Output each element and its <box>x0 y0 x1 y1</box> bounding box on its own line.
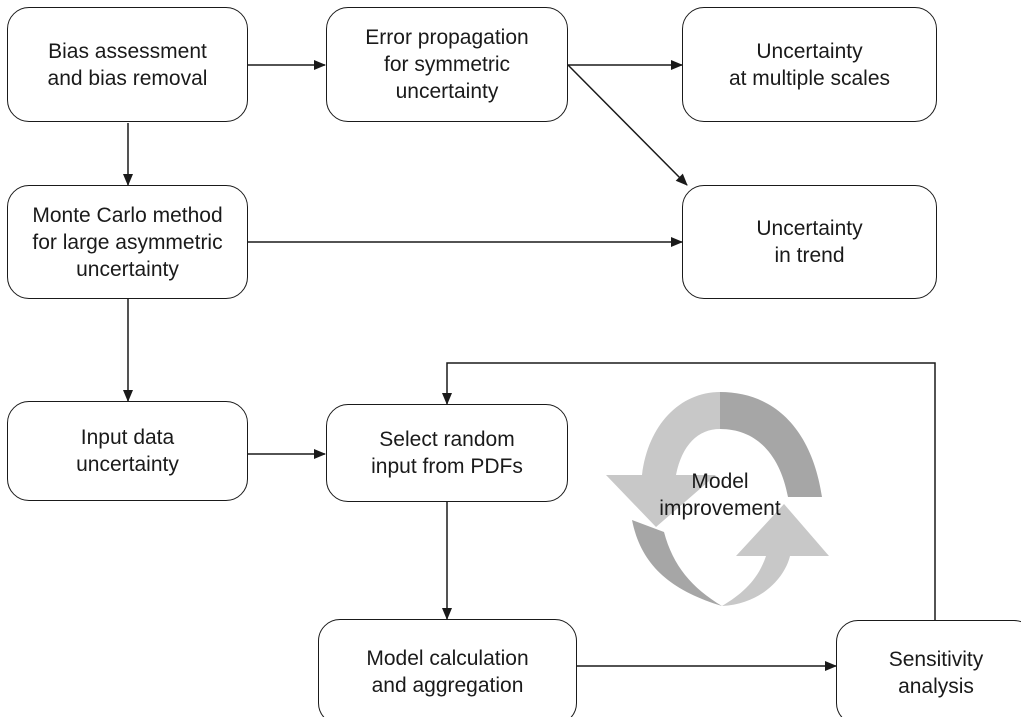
node-sensitivity-line-2: analysis <box>898 674 974 698</box>
node-select-random-input: Select random input from PDFs <box>326 404 568 502</box>
node-error-prop-line-1: Error propagation <box>365 26 529 49</box>
cycle-label-line-1: Model <box>691 470 749 493</box>
node-uncertainty-in-trend: Uncertainty in trend <box>682 185 937 299</box>
node-error-prop-line-3: uncertainty <box>395 80 499 103</box>
model-improvement-label: Model improvement <box>650 468 790 522</box>
node-input-data-line-1: Input data <box>80 426 175 449</box>
node-model-calc-line-2: and aggregation <box>371 674 524 697</box>
node-uncertainty-multiple-scales: Uncertainty at multiple scales <box>682 7 937 122</box>
node-input-data-line-2: uncertainty <box>76 453 179 476</box>
node-bias-line-1: Bias assessment <box>48 39 207 63</box>
node-select-random-line-1: Select random <box>379 428 515 451</box>
cycle-arrow-bottom-dark <box>632 520 722 606</box>
node-error-prop-line-2: for symmetric <box>384 53 510 76</box>
cycle-arrow-bottom-light <box>722 504 829 606</box>
node-bias-line-2: and bias removal <box>47 66 208 90</box>
node-multi-scale-line-1: Uncertainty <box>756 39 863 63</box>
node-sensitivity-analysis: Sensitivity analysis <box>836 620 1021 717</box>
node-multi-scale-line-2: at multiple scales <box>728 66 891 90</box>
cycle-arrow-top-light <box>606 392 720 527</box>
node-input-data-uncertainty: Input data uncertainty <box>7 401 248 501</box>
node-model-calculation: Model calculation and aggregation <box>318 619 577 717</box>
node-select-random-line-2: input from PDFs <box>371 455 523 478</box>
node-trend-line-2: in trend <box>774 244 845 267</box>
edge-error-propagation-to-trend <box>567 64 688 186</box>
node-model-calc-line-1: Model calculation <box>366 647 529 670</box>
model-improvement-cycle-icon <box>606 392 829 606</box>
edge-sensitivity-feedback-to-select-random <box>442 362 936 620</box>
node-sensitivity-line-1: Sensitivity <box>888 647 984 671</box>
node-monte-carlo: Monte Carlo method for large asymmetric … <box>7 185 248 299</box>
node-bias-assessment: Bias assessment and bias removal <box>7 7 248 122</box>
cycle-arrow-top-dark <box>720 392 822 497</box>
node-trend-line-1: Uncertainty <box>756 217 863 240</box>
node-monte-carlo-line-2: for large asymmetric <box>32 230 223 254</box>
node-error-propagation: Error propagation for symmetric uncertai… <box>326 7 568 122</box>
node-monte-carlo-line-3: uncertainty <box>76 257 179 281</box>
cycle-label-line-2: improvement <box>659 497 781 520</box>
node-monte-carlo-line-1: Monte Carlo method <box>32 203 223 227</box>
